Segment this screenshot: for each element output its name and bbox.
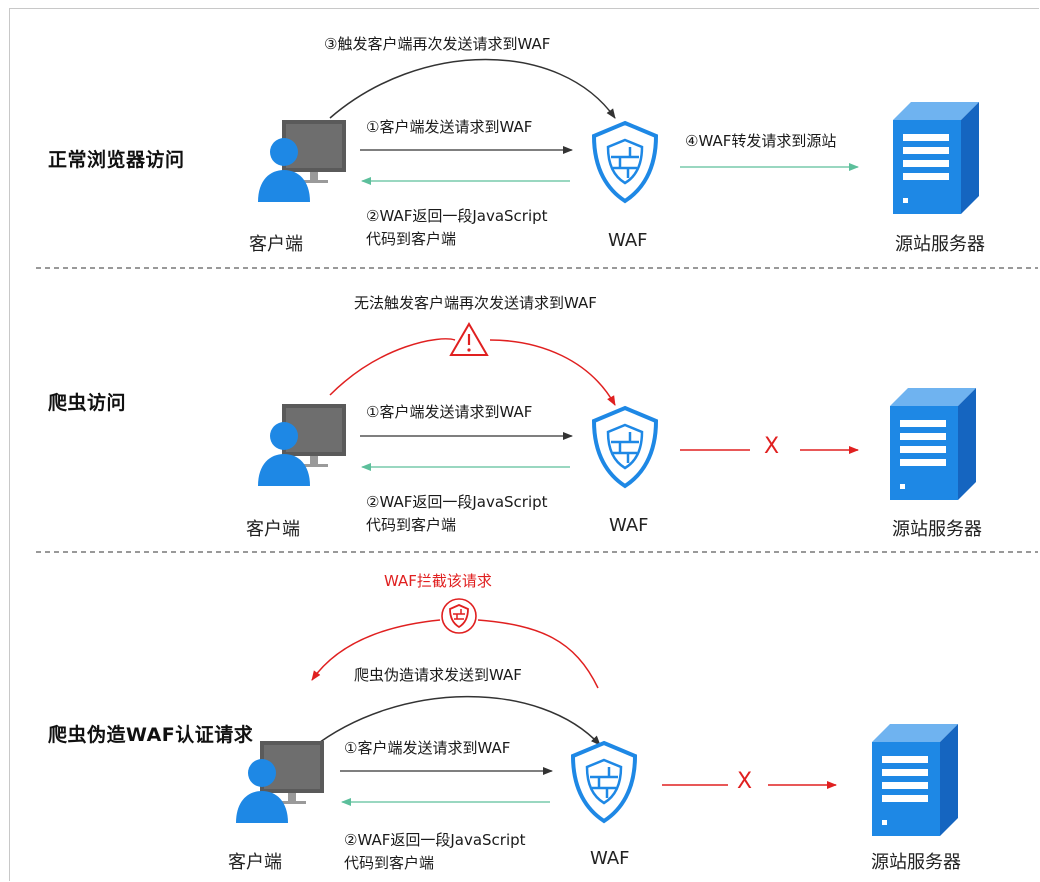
server-label: 源站服务器 (871, 852, 961, 873)
client-label: 客户端 (249, 234, 303, 255)
failed-retrigger-label: 无法触发客户端再次发送请求到WAF (354, 294, 597, 312)
client-label: 客户端 (228, 852, 282, 873)
response-label-line1: ②WAF返回一段JavaScript (344, 831, 526, 849)
server-label: 源站服务器 (892, 519, 982, 540)
diagram-frame (9, 8, 1039, 881)
blocked-mark: X (764, 434, 780, 459)
shield-badge-icon (441, 598, 477, 634)
server-icon (872, 724, 958, 836)
response-label-line1: ②WAF返回一段JavaScript (366, 207, 548, 225)
arc-retrigger (329, 58, 616, 119)
request-label: ①客户端发送请求到WAF (366, 403, 533, 421)
arc-forged-intercept (477, 619, 599, 689)
response-label-line2: 代码到客户端 (366, 230, 457, 248)
waf-label: WAF (608, 230, 648, 251)
shield-icon (591, 120, 659, 204)
section-title: 爬虫伪造WAF认证请求 (48, 724, 254, 746)
server-label: 源站服务器 (895, 234, 985, 255)
arc-forged-request (311, 695, 601, 749)
warning-icon (449, 322, 489, 356)
user-computer-icon (258, 120, 346, 202)
user-computer-icon (236, 741, 324, 823)
blocked-mark: X (737, 769, 753, 794)
request-label: ①客户端发送请求到WAF (366, 118, 533, 136)
client-label: 客户端 (246, 519, 300, 540)
shield-icon (591, 405, 659, 489)
arc-failed-retrigger (329, 338, 456, 396)
waf-label: WAF (609, 515, 649, 536)
intercept-label: WAF拦截该请求 (384, 572, 492, 590)
user-computer-icon (258, 404, 346, 486)
request-label: ①客户端发送请求到WAF (344, 739, 511, 757)
server-icon (890, 388, 976, 500)
response-label-line2: 代码到客户端 (344, 854, 435, 872)
arc-forged-intercept-2 (311, 619, 441, 681)
waf-label: WAF (590, 848, 630, 869)
section-title: 爬虫访问 (48, 392, 127, 414)
forward-label: ④WAF转发请求到源站 (685, 132, 837, 150)
response-label-line2: 代码到客户端 (366, 516, 457, 534)
section-title: 正常浏览器访问 (48, 149, 185, 171)
server-icon (893, 102, 979, 214)
shield-icon (570, 740, 638, 824)
retrigger-label: ③触发客户端再次发送请求到WAF (324, 35, 551, 53)
forged-request-label: 爬虫伪造请求发送到WAF (354, 666, 522, 684)
response-label-line1: ②WAF返回一段JavaScript (366, 493, 548, 511)
arc-failed-retrigger-2 (489, 339, 616, 406)
